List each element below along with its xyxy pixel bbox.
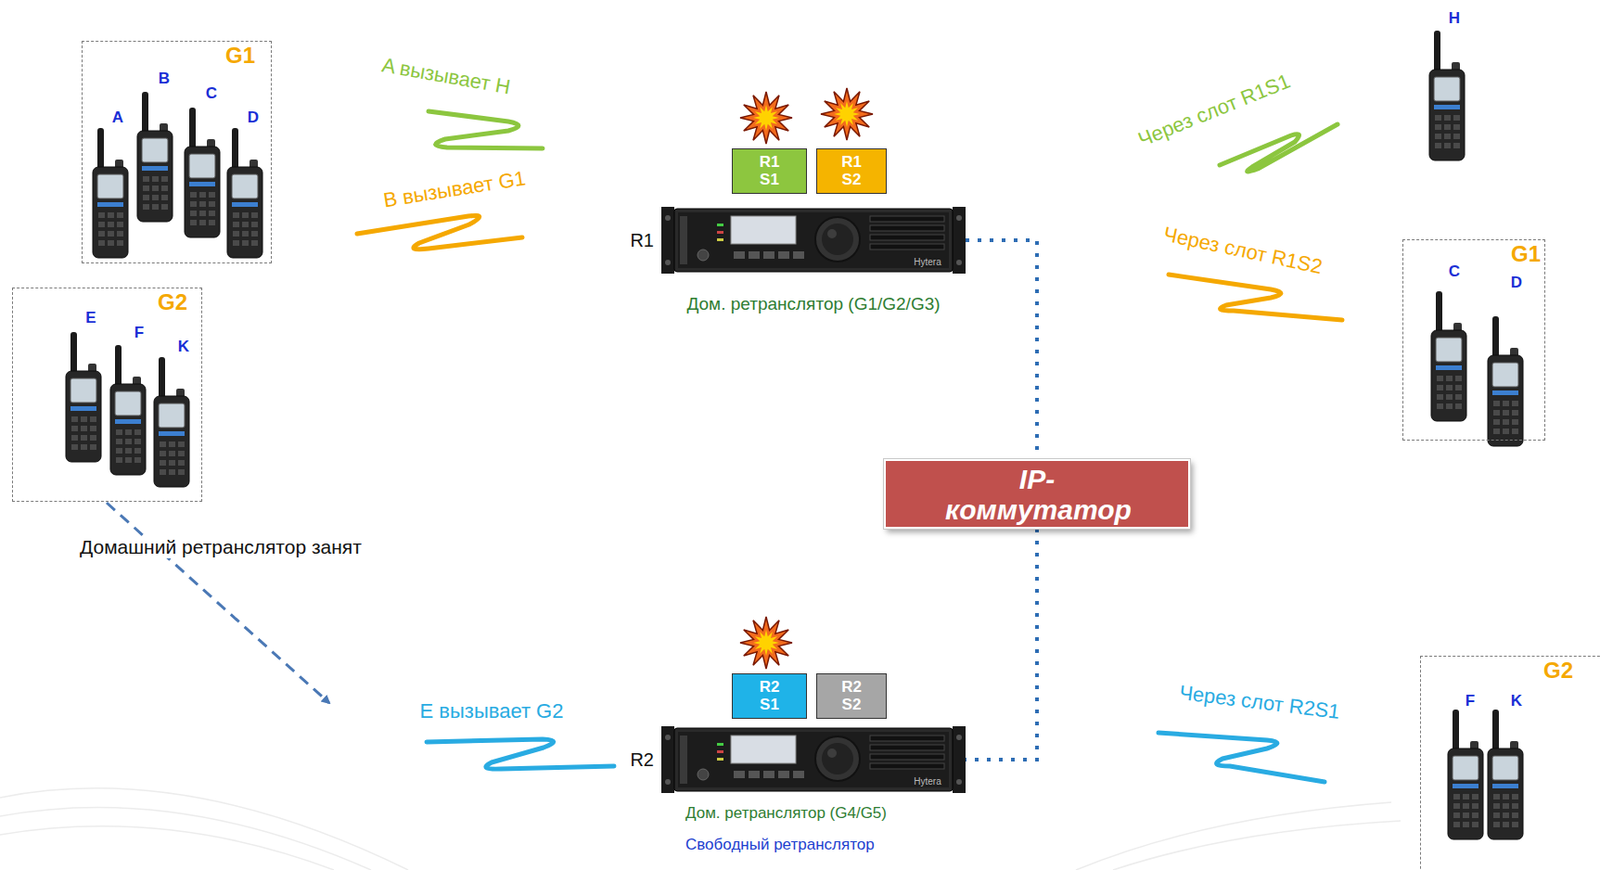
switch-name: IP-коммутатор — [945, 463, 1129, 525]
network-link — [965, 240, 1037, 460]
repeater-caption: Дом. ретранслятор (G1/G2/G3) — [686, 294, 940, 315]
activity-burst — [820, 88, 873, 141]
radio-wave — [1219, 124, 1338, 172]
repeater-device — [661, 726, 966, 794]
radio-id: K — [178, 337, 190, 357]
radio-group — [65, 30, 1524, 840]
radio-id: F — [1465, 691, 1475, 711]
repeater-id: R2 — [629, 749, 654, 771]
group-box: G1 — [81, 40, 272, 264]
repeater-id: R1 — [629, 230, 654, 252]
redirect-arrow — [106, 502, 330, 704]
radio-wave — [357, 215, 523, 249]
timeslot-box: R1 S2 — [816, 148, 887, 194]
radio-id: C — [205, 84, 218, 103]
repeater-caption: Свободный ретранслятор — [685, 835, 875, 855]
radio-id: A — [112, 108, 124, 128]
radio-icon — [65, 332, 102, 462]
radio-icon — [1487, 709, 1524, 840]
radio-icon — [1429, 30, 1465, 161]
slot-label: Через слот R1S2 — [1161, 222, 1325, 280]
radio-id: D — [1510, 273, 1523, 293]
radio-icon — [153, 357, 190, 487]
call-label: E вызывает G2 — [420, 699, 564, 723]
radio-wave — [357, 111, 1343, 782]
radio-wave — [426, 739, 615, 769]
radio-id: F — [134, 323, 144, 343]
radio-icon — [1431, 291, 1467, 422]
slot-name: R1 S1 — [755, 153, 783, 189]
slot-name: R2 S1 — [755, 678, 783, 714]
activity-burst — [740, 616, 793, 669]
radio-id: E — [85, 308, 96, 328]
radio-id: K — [1510, 691, 1523, 711]
radio-icon — [137, 91, 173, 222]
call-label: A вызывает H — [380, 52, 512, 99]
timeslot-box: R1 S1 — [731, 148, 807, 194]
radio-id: H — [1448, 9, 1460, 28]
repeater: R2Дом. ретранслятор (G4/G5)Свободный рет… — [661, 726, 966, 794]
group-box: G1 — [1402, 239, 1546, 441]
radio-icon — [184, 107, 220, 238]
repeater-device — [661, 206, 966, 274]
group-name: G1 — [225, 44, 256, 67]
background-swoosh — [0, 788, 1401, 870]
slot-name: R2 S2 — [838, 678, 866, 714]
slot-label: Через слот R2S1 — [1177, 680, 1342, 724]
timeslot-box: R2 S2 — [816, 673, 887, 719]
slot-label: Через слот R1S1 — [1135, 69, 1294, 153]
group-box: G2 — [1420, 655, 1600, 870]
activity-burst — [740, 91, 793, 144]
group-name: G1 — [1510, 243, 1541, 266]
status-note: Домашний ретранслятор занят — [76, 536, 365, 559]
radio-id: D — [247, 108, 259, 128]
slot-name: R1 S2 — [838, 153, 866, 189]
group-box: G2 — [12, 287, 203, 502]
repeater-caption: Дом. ретранслятор (G4/G5) — [685, 804, 887, 823]
timeslot-box: R2 S1 — [731, 673, 807, 719]
call-label: B вызывает G1 — [382, 166, 528, 212]
radio-id: C — [1448, 262, 1460, 282]
group-name: G2 — [1543, 659, 1574, 682]
radio-icon — [227, 128, 263, 258]
repeater: R1Дом. ретранслятор (G1/G2/G3) — [661, 206, 966, 274]
radio-wave — [1158, 732, 1325, 782]
ip-switch: IP-коммутатор — [883, 459, 1191, 529]
radio-icon — [92, 128, 128, 258]
radio-wave — [1168, 274, 1343, 320]
radio-id: B — [158, 69, 170, 89]
radio-icon — [110, 345, 146, 475]
radio-icon — [1447, 709, 1484, 840]
network-link — [965, 528, 1037, 760]
brand-logo: Hytera — [913, 776, 941, 788]
brand-logo: Hytera — [913, 256, 941, 269]
radio-icon — [1487, 316, 1524, 447]
radio-wave — [428, 111, 543, 149]
group-name: G2 — [157, 291, 188, 314]
